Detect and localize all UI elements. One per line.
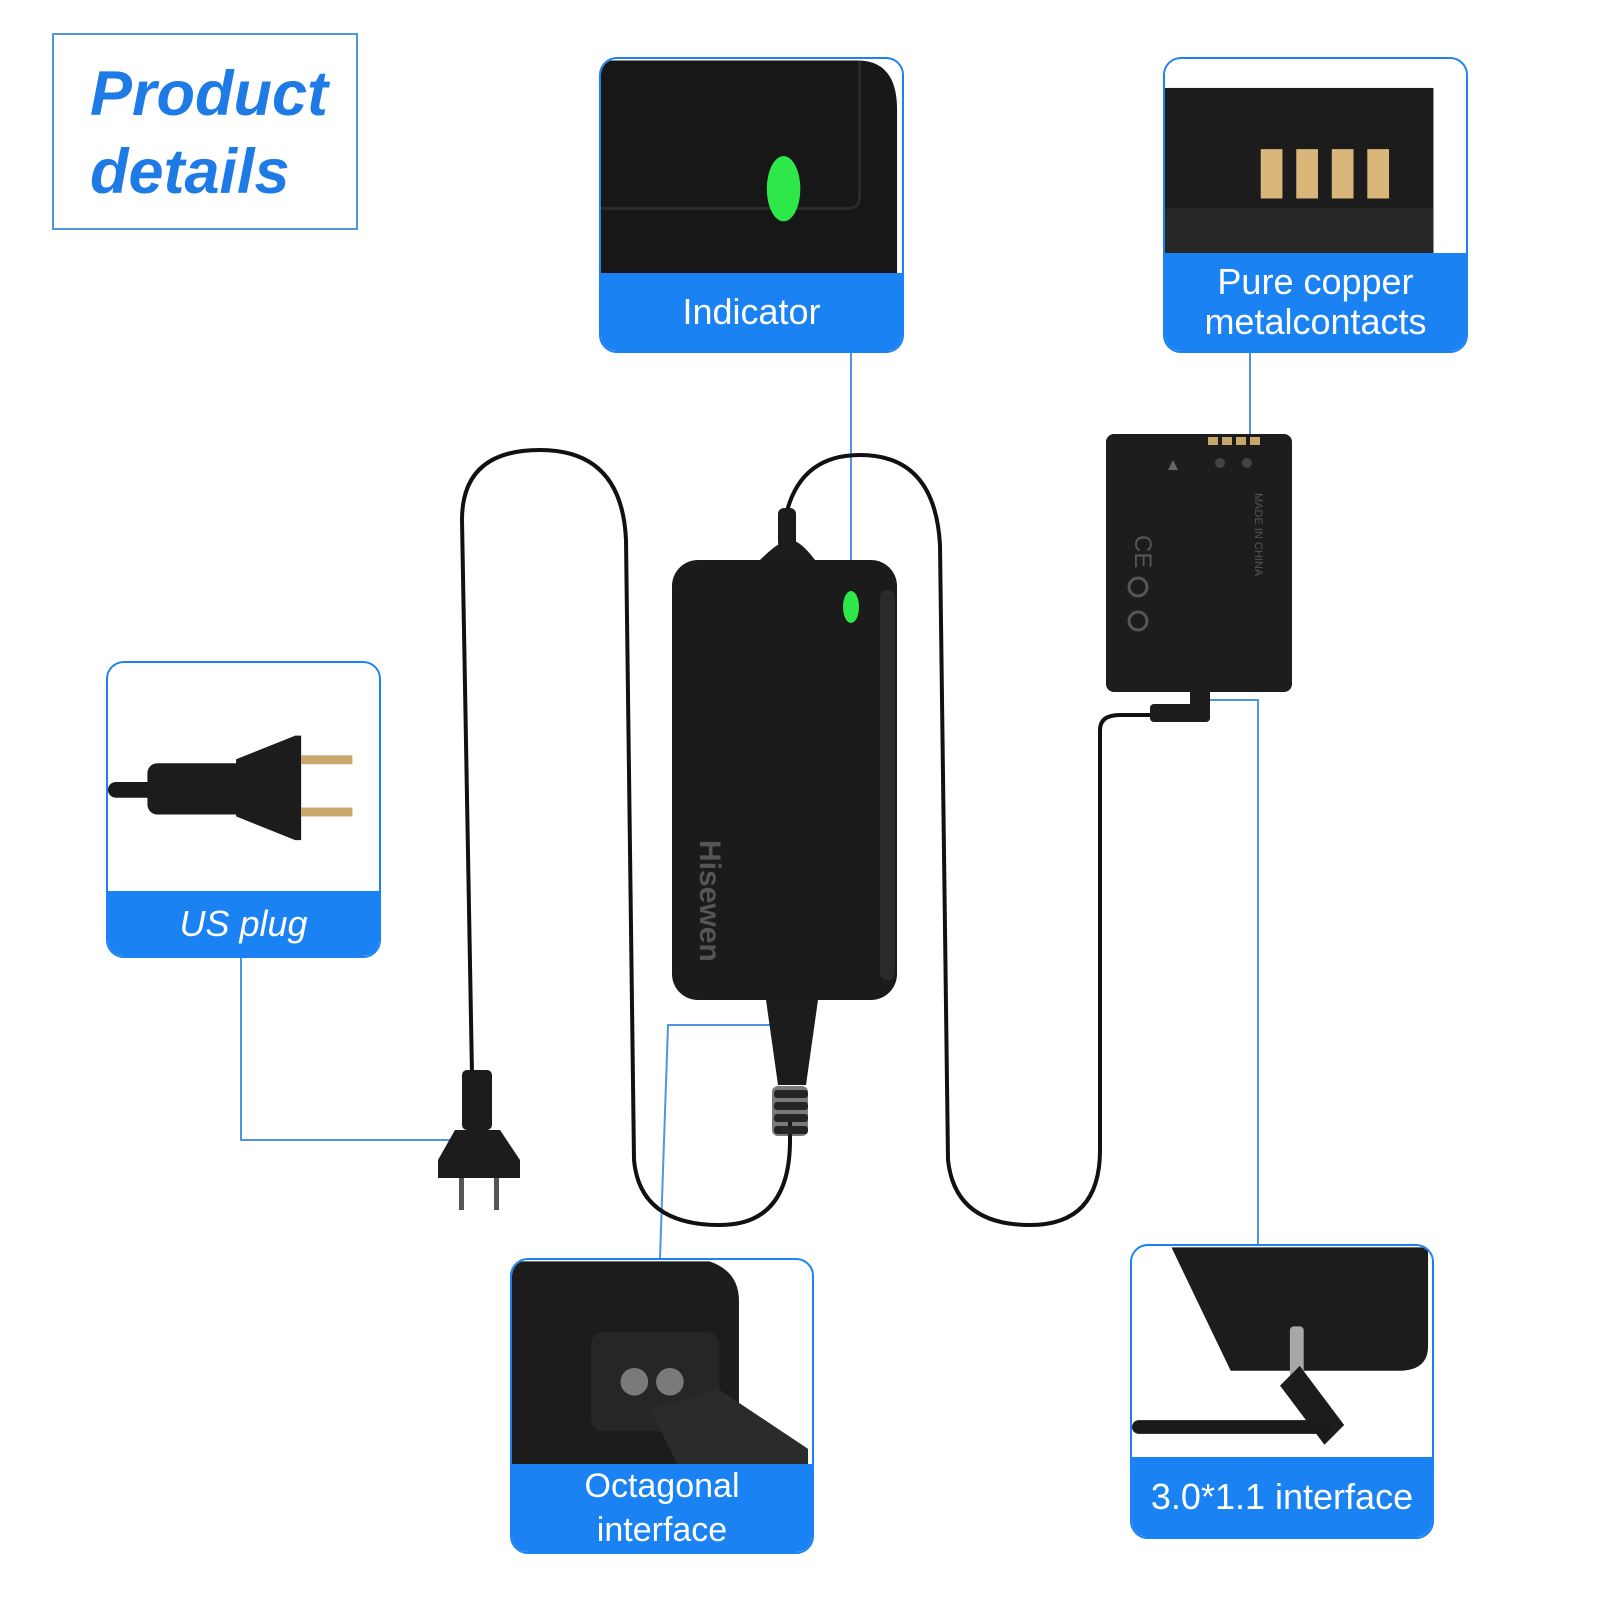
- dc-interface-label: 3.0*1.1 interface: [1150, 1476, 1414, 1517]
- us-plug-label: US plug: [179, 902, 308, 944]
- title-frame: [52, 33, 358, 230]
- led-closeup: [766, 156, 801, 222]
- brand-label: Hisewen: [693, 840, 726, 962]
- leader-dc-interface: [1210, 699, 1259, 1244]
- dc-cable: [784, 452, 1150, 1228]
- callout-indicator: Indicator: [599, 57, 904, 353]
- us-plug-closeup: [108, 664, 379, 892]
- battery-made-in-china: MADE IN CHINA: [1252, 493, 1264, 577]
- dc-interface-closeup: [1132, 1247, 1432, 1460]
- octagonal-label: Octagonal interface: [584, 1467, 740, 1549]
- indicator-closeup: [601, 60, 902, 278]
- callout-us-plug: US plug: [106, 661, 381, 958]
- callout-octagonal: Octagonal interface: [510, 1258, 814, 1554]
- page-title: Product details: [90, 59, 329, 207]
- power-adapter: Hisewen: [672, 508, 897, 1136]
- contacts-label: Pure copper metalcontacts: [1204, 261, 1427, 342]
- leader-us-plug: [240, 957, 460, 1141]
- us-plug-scene: [438, 1070, 520, 1210]
- octagonal-closeup: [512, 1261, 812, 1469]
- contacts-closeup: [1165, 60, 1466, 258]
- callout-dc-interface: 3.0*1.1 interface: [1130, 1244, 1434, 1539]
- svg-text:CE: CE: [1129, 535, 1156, 568]
- leader-octagonal: [659, 1024, 775, 1259]
- callout-leader-lines: [240, 352, 1259, 1259]
- led-indicator: [843, 591, 859, 623]
- ac-cable: [459, 447, 792, 1228]
- callout-contacts: Pure copper metalcontacts: [1163, 57, 1468, 353]
- dummy-battery: CE MADE IN CHINA: [1106, 434, 1292, 722]
- indicator-label: Indicator: [682, 291, 821, 332]
